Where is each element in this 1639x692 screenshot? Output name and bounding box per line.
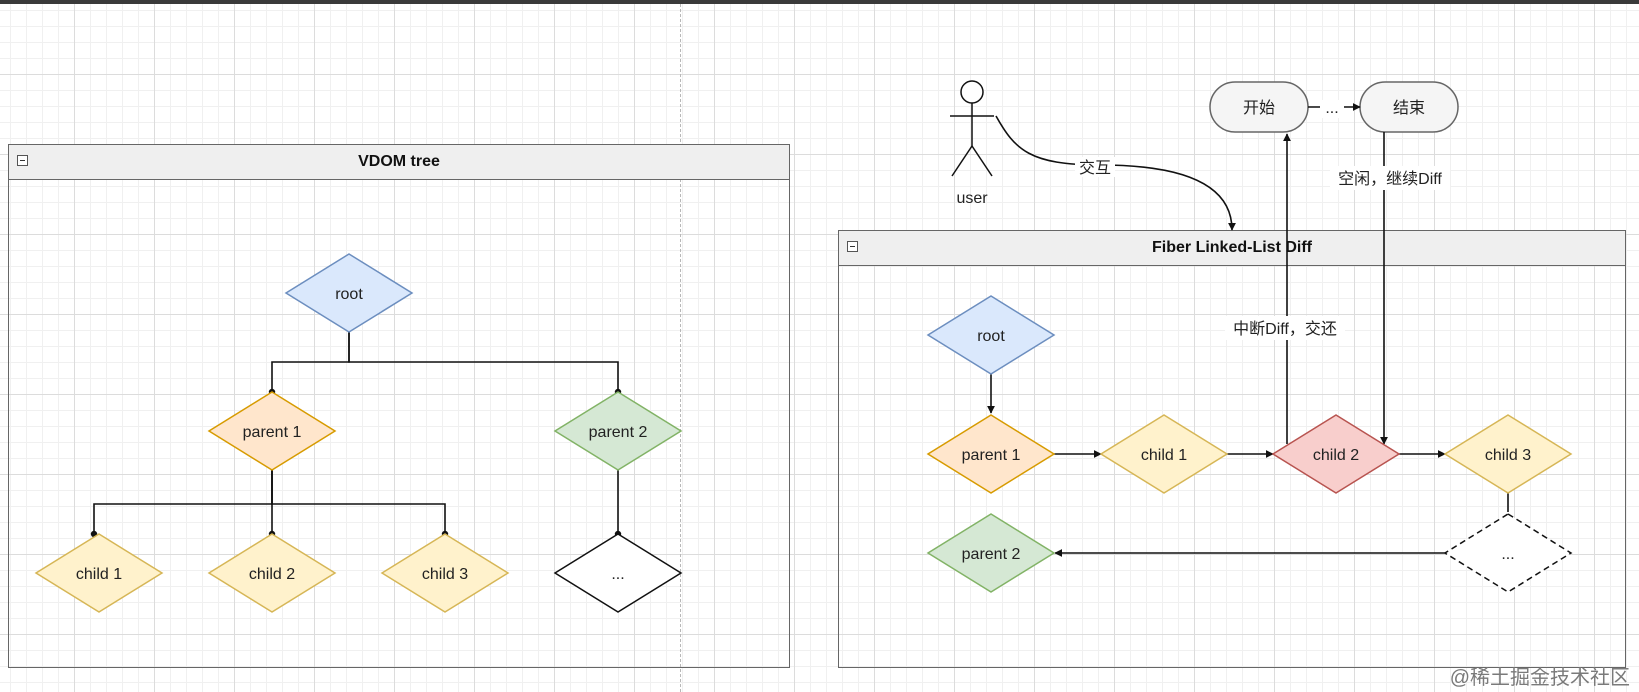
- fiber-child1-label: child 1: [1141, 447, 1187, 464]
- end-label: 结束: [1393, 99, 1425, 117]
- vdom-edges: [90, 332, 622, 538]
- end-terminator[interactable]: 结束: [1359, 81, 1459, 133]
- fiber-node-root[interactable]: root: [926, 295, 1056, 375]
- vdom-parent2-label: parent 2: [589, 424, 648, 441]
- fiber-child3-label: child 3: [1485, 447, 1531, 464]
- vdom-node-child3[interactable]: child 3: [380, 533, 510, 613]
- fiber-node-child1[interactable]: child 1: [1099, 414, 1229, 494]
- page-divider: [680, 4, 681, 692]
- collapse-icon[interactable]: [847, 241, 858, 252]
- fiber-title: Fiber Linked-List Diff: [1152, 239, 1312, 256]
- edge-parent1-child1: [90, 470, 273, 538]
- vdom-more-label: ...: [611, 566, 624, 583]
- interrupt-label-bg: [1225, 316, 1345, 340]
- vdom-node-parent1[interactable]: parent 1: [207, 391, 337, 471]
- vdom-tree-container[interactable]: VDOM tree: [8, 144, 790, 668]
- fiber-more-label: ...: [1501, 546, 1514, 563]
- idle-label: 空闲，继续Diff: [1338, 170, 1442, 188]
- start-label: 开始: [1243, 99, 1275, 117]
- fiber-node-more[interactable]: ...: [1443, 513, 1573, 593]
- vdom-node-parent2[interactable]: parent 2: [553, 391, 683, 471]
- collapse-icon[interactable]: [17, 155, 28, 166]
- start-terminator[interactable]: 开始: [1209, 81, 1309, 133]
- fiber-parent1-label: parent 1: [962, 447, 1021, 464]
- start-end-ellipsis: ...: [1325, 100, 1338, 117]
- fiber-child2-label: child 2: [1313, 447, 1359, 464]
- vdom-child2-label: child 2: [249, 566, 295, 583]
- fiber-node-parent1[interactable]: parent 1: [926, 414, 1056, 494]
- vdom-child1-label: child 1: [76, 566, 122, 583]
- vdom-parent1-label: parent 1: [243, 424, 302, 441]
- interrupt-label: 中断Diff，交还: [1233, 320, 1337, 338]
- vdom-node-more[interactable]: ...: [553, 533, 683, 613]
- fiber-linked-list-container[interactable]: Fiber Linked-List Diff: [838, 230, 1626, 668]
- interact-label: 交互: [1079, 159, 1111, 177]
- vdom-node-root[interactable]: root: [284, 253, 414, 333]
- top-bar: [0, 0, 1639, 4]
- user-label: user: [956, 190, 988, 207]
- vdom-root-label: root: [335, 286, 363, 303]
- fiber-edges: [987, 374, 1509, 557]
- vdom-node-child1[interactable]: child 1: [34, 533, 164, 613]
- user-actor-icon[interactable]: [950, 80, 994, 177]
- edge-root-parent1: [268, 332, 350, 396]
- fiber-node-child3[interactable]: child 3: [1443, 414, 1573, 494]
- idle-label-bg: [1330, 166, 1450, 190]
- vdom-child3-label: child 3: [422, 566, 468, 583]
- interact-label-bg: [1075, 157, 1115, 177]
- edge-parent1-child3: [271, 470, 449, 538]
- fiber-node-child2[interactable]: child 2: [1271, 414, 1401, 494]
- vdom-tree-header: VDOM tree: [9, 145, 789, 180]
- vdom-node-child2[interactable]: child 2: [207, 533, 337, 613]
- vdom-tree-title: VDOM tree: [358, 153, 440, 170]
- watermark: @稀土掘金技术社区: [1450, 666, 1630, 689]
- fiber-parent2-label: parent 2: [962, 546, 1021, 563]
- fiber-node-parent2[interactable]: parent 2: [926, 513, 1056, 593]
- fiber-header: Fiber Linked-List Diff: [839, 231, 1625, 266]
- fiber-root-label: root: [977, 328, 1005, 345]
- ellipsis-bg: [1320, 100, 1344, 118]
- edge-root-parent2: [348, 332, 622, 396]
